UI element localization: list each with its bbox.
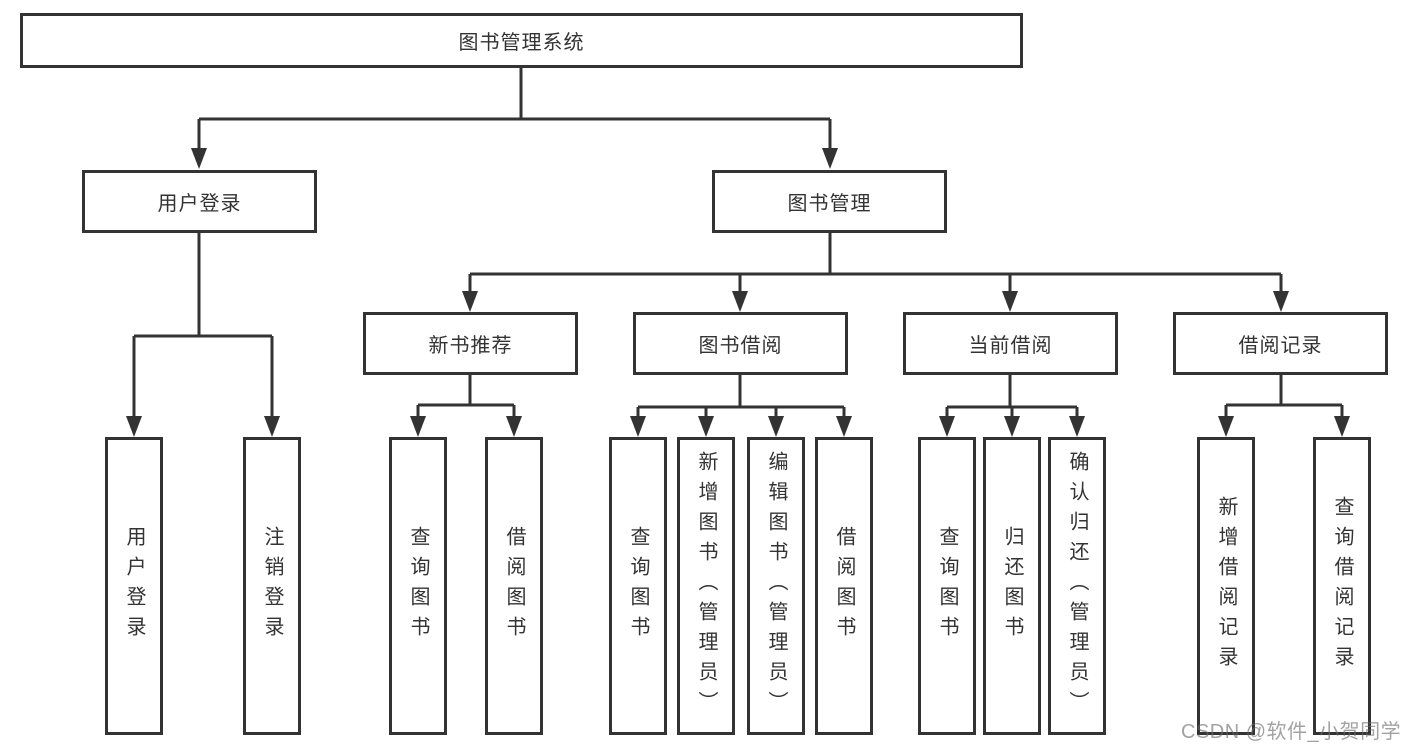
leaf-current-confirm-admin: 确认归还（管理员） <box>1048 437 1106 735</box>
leaf-borrow-book: 借阅图书 <box>815 437 873 735</box>
leaf-newbook-query-label: 查询图书 <box>407 526 429 646</box>
leaf-user-login: 用户登录 <box>105 437 163 735</box>
leaf-borrow-query: 查询图书 <box>609 437 667 735</box>
leaf-logout: 注销登录 <box>243 437 301 735</box>
leaf-borrow-edit-admin: 编辑图书（管理员） <box>747 437 805 735</box>
node-current-borrow-label: 当前借阅 <box>968 335 1053 357</box>
leaf-user-login-label: 用户登录 <box>123 526 145 646</box>
leaf-newbook-borrow: 借阅图书 <box>485 437 543 735</box>
leaf-borrow-book-label: 借阅图书 <box>833 526 855 646</box>
leaf-current-return: 归还图书 <box>983 437 1041 735</box>
arrowheads <box>126 148 1350 437</box>
node-borrow-records-label: 借阅记录 <box>1238 335 1323 357</box>
leaf-current-return-label: 归还图书 <box>1001 526 1023 646</box>
leaf-records-add: 新增借阅记录 <box>1197 437 1255 735</box>
leaf-records-query: 查询借阅记录 <box>1313 437 1371 735</box>
leaf-newbook-query: 查询图书 <box>389 437 447 735</box>
node-current-borrow: 当前借阅 <box>903 312 1118 375</box>
leaf-current-query: 查询图书 <box>918 437 976 735</box>
node-new-book-recommend: 新书推荐 <box>363 312 578 375</box>
node-book-borrow-label: 图书借阅 <box>698 335 783 357</box>
node-book-management: 图书管理 <box>712 170 947 233</box>
leaf-borrow-add-admin: 新增图书（管理员） <box>677 437 735 735</box>
csdn-watermark: CSDN @软件_小贺同学 <box>1181 721 1402 743</box>
leaf-current-confirm-admin-label: 确认归还（管理员） <box>1066 451 1088 721</box>
node-borrow-records: 借阅记录 <box>1173 312 1388 375</box>
node-root: 图书管理系统 <box>20 13 1023 68</box>
leaf-current-query-label: 查询图书 <box>936 526 958 646</box>
leaf-borrow-add-admin-label: 新增图书（管理员） <box>695 451 717 721</box>
node-user-login-label: 用户登录 <box>157 193 242 215</box>
node-root-label: 图书管理系统 <box>458 32 585 54</box>
node-book-management-label: 图书管理 <box>787 193 872 215</box>
node-new-book-recommend-label: 新书推荐 <box>428 335 513 357</box>
leaf-newbook-borrow-label: 借阅图书 <box>503 526 525 646</box>
leaf-logout-label: 注销登录 <box>261 526 283 646</box>
leaf-records-add-label: 新增借阅记录 <box>1215 496 1237 676</box>
leaf-borrow-edit-admin-label: 编辑图书（管理员） <box>765 451 787 721</box>
node-book-borrow: 图书借阅 <box>633 312 848 375</box>
node-user-login: 用户登录 <box>82 170 317 233</box>
leaf-records-query-label: 查询借阅记录 <box>1331 496 1353 676</box>
leaf-borrow-query-label: 查询图书 <box>627 526 649 646</box>
